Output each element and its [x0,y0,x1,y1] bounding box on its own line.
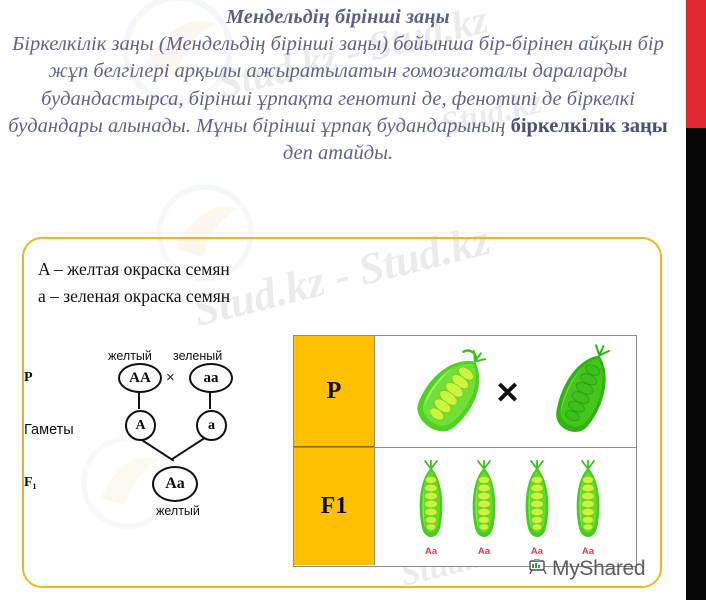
cross-row-label-gametes: Гаметы [24,422,74,438]
genetic-cross-diagram: P Гаметы F₁ желтый зеленый желтый AA × a… [24,342,286,522]
table-row: P [294,336,636,448]
table-row-label-f1: F1 [294,448,375,565]
table-row: F1 [294,448,636,565]
legend-line-recessive: a – зеленая окраска семян [38,285,231,306]
pea-pod-yellow-parent [387,344,517,442]
pea-pod-f1 [571,460,605,546]
genotype-node-f1: Aa [152,466,198,502]
myshared-label: MyShared [552,556,646,580]
pea-pod-f1 [467,460,501,546]
pea-pod-f1 [520,460,554,546]
edge-strip-red [686,0,706,128]
projector-icon [528,556,548,581]
genotype-label-f1: Aa [530,546,544,557]
content-card [22,237,662,588]
results-table: P [293,335,637,567]
genotype-node-parent-aa-recessive: aa [189,363,233,393]
connector-parent-right [209,387,211,409]
allele-legend: A – желтая окраска семян a – зеленая окр… [38,256,358,309]
cross-row-label-parents: P [24,370,33,385]
connector-gamete-right [171,435,208,460]
table-cell-parents: ✕ [375,336,636,447]
page-title: Мендельдің бірінші заңы [226,6,450,28]
table-row-label-p: P [294,336,375,447]
pea-pod-f1 [414,460,448,546]
cross-symbol: × [166,369,175,386]
myshared-watermark: MyShared [528,556,646,581]
edge-gap [680,0,686,600]
phenotype-label-yellow-parent: желтый [108,349,152,363]
genotype-label-f1: Aa [581,546,595,557]
legend-line-dominant: A – желтая окраска семян [38,259,230,279]
phenotype-label-green-parent: зеленый [173,349,223,363]
table-cell-f1: Aa A [375,448,636,565]
phenotype-label-f1: желтый [156,504,200,518]
genotype-label-f1: Aa [424,546,438,557]
connector-parent-left [138,387,140,409]
gamete-node-a-dominant: A [125,410,156,441]
genotype-label-f1: Aa [477,546,491,557]
gamete-node-a-recessive: a [196,410,227,441]
cross-row-label-f1: F₁ [24,475,37,490]
slide-paragraph: Біркелкілік заңы (Мендельдің бірінші заң… [8,33,668,164]
slide-text-block: Мендельдің бірінші заңы Біркелкілік заңы… [0,0,676,167]
cross-symbol-icon: ✕ [495,377,521,410]
edge-strip-black [686,128,706,600]
genotype-node-parent-aa-dominant: AA [118,363,162,393]
pea-pod-green-parent [523,342,643,442]
